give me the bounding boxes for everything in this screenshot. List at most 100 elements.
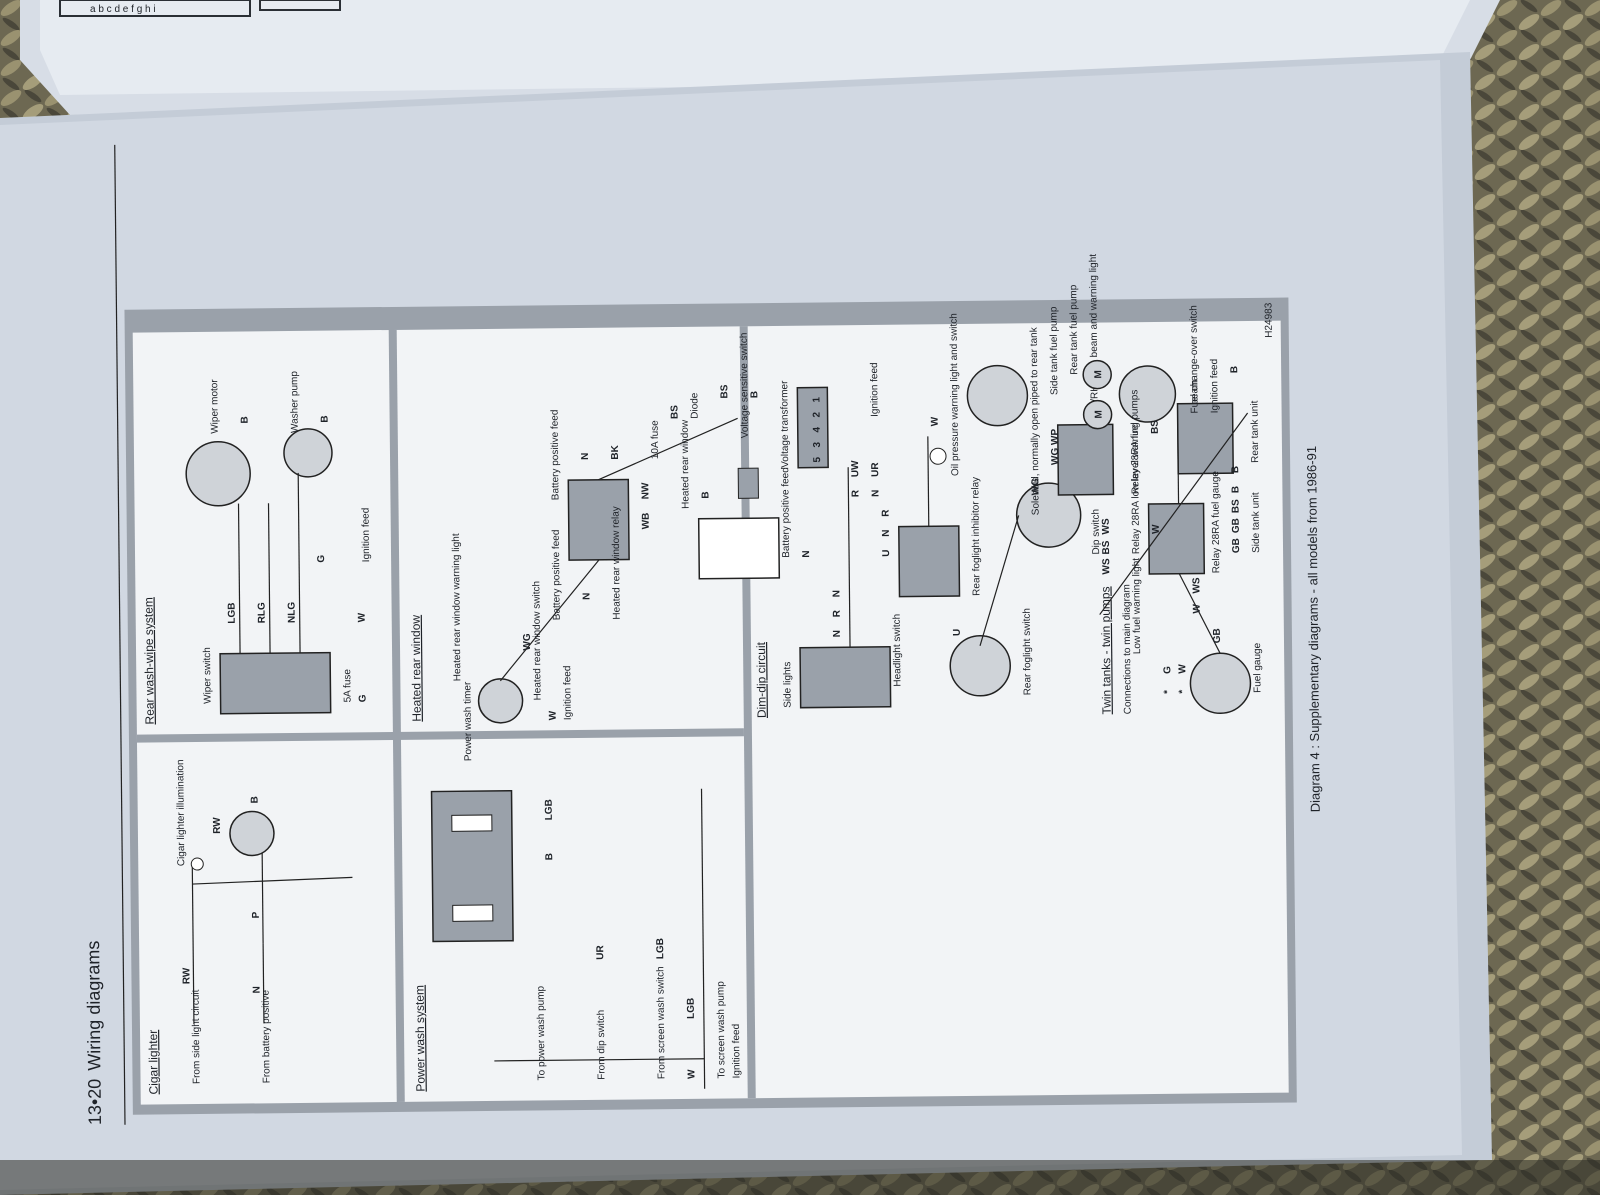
svg-text:Side tank fuel pump: Side tank fuel pump <box>1048 306 1060 395</box>
svg-text:1: 1 <box>811 396 822 402</box>
panel-twin-tanks: Twin tanks - twin pumps M M Fuel gauge R… <box>1029 284 1264 715</box>
rear-tank-pump-motor-icon <box>1082 359 1112 390</box>
rear-foglight-inhibitor-relay <box>898 525 961 598</box>
cigar-lighter-symbol <box>229 810 275 857</box>
svg-text:BS: BS <box>1150 420 1161 434</box>
heated-rear-window-element <box>697 517 781 580</box>
svg-text:LGB: LGB <box>686 998 697 1019</box>
svg-text:G: G <box>316 555 327 563</box>
svg-text:GB: GB <box>1212 628 1223 643</box>
svg-text:Battery positive feed: Battery positive feed <box>550 410 562 501</box>
dip-switch <box>1015 482 1082 548</box>
svg-text:Connections to main diagram: Connections to main diagram <box>1121 584 1133 714</box>
svg-text:N: N <box>581 593 592 600</box>
svg-text:LH/RH main beam and warning li: LH/RH main beam and warning light <box>1088 254 1101 415</box>
diagram-area <box>132 320 1289 1105</box>
svg-text:B: B <box>1230 486 1241 493</box>
svg-text:G: G <box>358 694 369 702</box>
svg-text:B: B <box>250 796 261 803</box>
svg-text:WS: WS <box>1101 558 1112 575</box>
relay-fuel-gauge <box>1147 502 1206 575</box>
svg-text:To power wash pump: To power wash pump <box>536 985 548 1080</box>
svg-text:N: N <box>832 630 843 637</box>
page-content: 13•20Wiring diagrams Cigar lighter From … <box>83 144 1323 1126</box>
svg-text:B: B <box>749 391 760 398</box>
relay-fuel-pumps <box>1056 423 1115 496</box>
svg-text:Heated rear window relay: Heated rear window relay <box>611 506 623 619</box>
svg-text:Twin tanks - twin pumps: Twin tanks - twin pumps <box>1098 586 1113 714</box>
svg-text:3: 3 <box>812 441 823 447</box>
rear-foglight-switch <box>949 635 1011 697</box>
svg-text:Fuel change-over switch: Fuel change-over switch <box>1188 305 1200 413</box>
svg-text:Ignition feed: Ignition feed <box>361 508 373 563</box>
svg-text:P: P <box>251 911 262 918</box>
svg-text:WP: WP <box>1050 429 1061 446</box>
headlight-switch <box>799 645 892 709</box>
svg-text:W: W <box>1177 664 1188 674</box>
svg-text:N: N <box>580 453 591 460</box>
svg-text:W: W <box>548 710 559 720</box>
svg-text:WS: WS <box>1101 518 1112 535</box>
washer-pump <box>283 428 333 478</box>
svg-text:G: G <box>1162 666 1173 674</box>
svg-text:From screen wash switch: From screen wash switch <box>655 966 667 1079</box>
svg-text:BK: BK <box>610 444 621 459</box>
svg-text:N: N <box>831 590 842 597</box>
svg-text:Cigar lighter illumination: Cigar lighter illumination <box>175 759 187 866</box>
heated-rear-window-switch <box>477 678 524 724</box>
page-heading: 13•20Wiring diagrams <box>83 941 105 1126</box>
svg-text:Fuel gauge: Fuel gauge <box>1252 642 1264 693</box>
panel-heated-rear-window: Heated rear window 10A fuse Heated rear … <box>409 333 781 724</box>
panel-power-wash: Power wash system Power wash timer To po… <box>413 681 743 1092</box>
top-page-box <box>59 0 251 17</box>
svg-text:Dim-dip circuit: Dim-dip circuit <box>754 641 769 718</box>
figure-code: H24983 <box>1263 302 1274 338</box>
svg-text:W: W <box>357 612 368 622</box>
svg-text:B: B <box>544 853 555 860</box>
svg-text:Wiper switch: Wiper switch <box>202 647 214 704</box>
svg-text:WG: WG <box>522 633 533 651</box>
panel-title: Cigar lighter <box>146 1030 161 1095</box>
svg-text:Washer pump: Washer pump <box>289 371 301 433</box>
svg-text:WG: WG <box>1050 448 1061 466</box>
svg-text:U: U <box>881 549 892 556</box>
voltage-transformer <box>796 386 829 469</box>
svg-text:M: M <box>1094 410 1105 418</box>
svg-text:Ignition feed: Ignition feed <box>562 666 574 721</box>
svg-text:WB: WB <box>641 513 652 530</box>
panel-cigar-lighter: Cigar lighter From side light circuit Fr… <box>146 759 353 1095</box>
svg-text:From battery positive: From battery positive <box>261 989 273 1083</box>
svg-text:Oil pressure warning light and: Oil pressure warning light and switch <box>949 313 962 476</box>
oil-pressure-bulb-icon <box>929 447 947 465</box>
svg-text:N: N <box>801 550 812 557</box>
fuel-gauge <box>1189 652 1252 715</box>
voltage-sensitive-switch <box>737 467 759 499</box>
svg-text:B: B <box>700 491 711 498</box>
svg-text:Low fuel warning light: Low fuel warning light <box>1131 558 1143 654</box>
svg-text:R: R <box>881 509 892 517</box>
svg-text:B: B <box>240 416 251 423</box>
svg-text:Wiper motor: Wiper motor <box>209 379 221 434</box>
svg-text:Heated rear window: Heated rear window <box>680 419 692 509</box>
svg-text:Dip switch: Dip switch <box>1091 509 1102 555</box>
svg-text:Rear foglight switch: Rear foglight switch <box>1022 608 1034 695</box>
svg-text:To screen wash pump: To screen wash pump <box>716 981 728 1079</box>
svg-text:R: R <box>832 609 843 617</box>
svg-text:Rear wash-wipe system: Rear wash-wipe system <box>141 597 156 725</box>
svg-text:WS: WS <box>1191 577 1202 594</box>
svg-text:Power wash system: Power wash system <box>413 985 428 1092</box>
svg-text:Rear tank fuel pump: Rear tank fuel pump <box>1068 284 1080 375</box>
svg-text:Rear tank unit: Rear tank unit <box>1249 400 1261 463</box>
side-tank-pump-motor-icon <box>1082 399 1113 430</box>
svg-text:Diode: Diode <box>689 392 700 419</box>
svg-text:5: 5 <box>812 456 823 462</box>
svg-text:Voltage sensitive switch: Voltage sensitive switch <box>739 333 751 439</box>
panel-rear-wash-wipe: Rear wash-wipe system Washer pump Wiper … <box>141 371 373 725</box>
fuel-changeover-switch <box>1118 365 1177 423</box>
top-page-letters: a b c d e f g h i <box>90 4 156 15</box>
svg-text:Relay 28RA low level warning: Relay 28RA low level warning <box>1130 422 1142 554</box>
diagram-caption: Diagram 4 : Supplementary diagrams - all… <box>1304 446 1323 812</box>
svg-text:Headlight switch: Headlight switch <box>892 614 904 687</box>
svg-text:N: N <box>881 529 892 536</box>
svg-text:Ignition feed: Ignition feed <box>869 362 881 417</box>
